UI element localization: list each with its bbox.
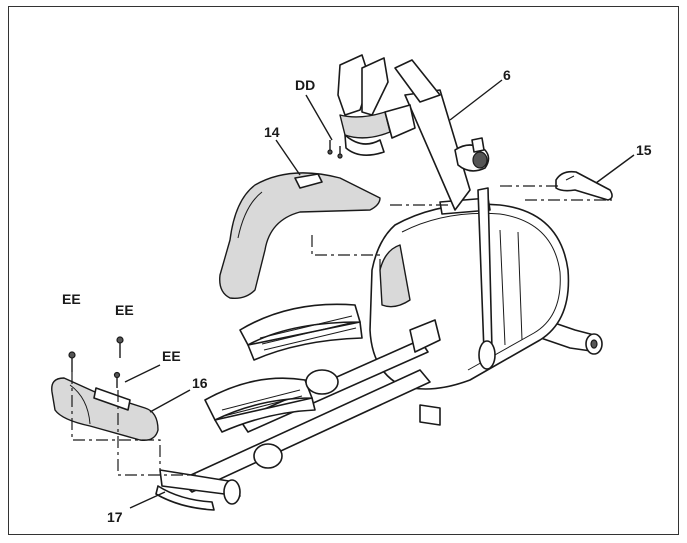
callout-dd: DD xyxy=(295,77,316,93)
console-handles xyxy=(337,54,416,156)
assembly-guides xyxy=(71,185,612,476)
callout-17: 17 xyxy=(107,509,123,525)
cover-14 xyxy=(219,172,381,300)
callout-15: 15 xyxy=(636,142,652,158)
cover-16 xyxy=(51,377,159,441)
callout-ee-left: EE xyxy=(62,291,81,307)
callout-16: 16 xyxy=(192,375,208,391)
callout-ee-right: EE xyxy=(162,348,181,364)
callout-14: 14 xyxy=(264,124,280,140)
leader-lines xyxy=(124,79,635,509)
callout-ee-middle: EE xyxy=(115,302,134,318)
console-mast xyxy=(394,59,490,211)
callout-6: 6 xyxy=(503,67,511,83)
frame-rail xyxy=(179,303,441,493)
screw-ee-set xyxy=(68,336,124,388)
right-arm xyxy=(477,187,496,370)
front-stabilizer-17 xyxy=(155,469,241,511)
cover-15 xyxy=(555,170,613,201)
screw-dd-set xyxy=(327,140,343,159)
